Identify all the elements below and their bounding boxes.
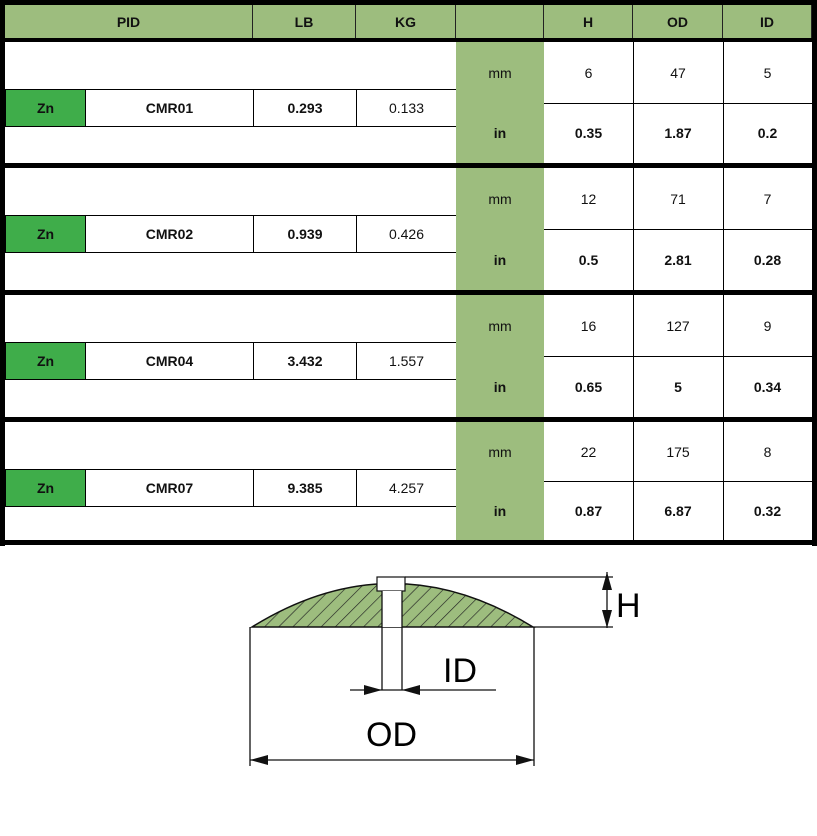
id-cell-in: 0.32 bbox=[753, 502, 782, 519]
header-pid: PID bbox=[5, 5, 253, 38]
id-cell-mm: 8 bbox=[763, 443, 772, 460]
od-cell-in: 2.81 bbox=[664, 251, 692, 268]
material-cell: Zn bbox=[5, 215, 86, 253]
header-h: H bbox=[544, 5, 633, 38]
unit-cell-mm: mm bbox=[456, 295, 544, 356]
h-label: H bbox=[616, 587, 641, 625]
unit-cell-in: in bbox=[456, 229, 544, 290]
pid-cell: CMR04 bbox=[85, 342, 254, 380]
unit-cell-in: in bbox=[456, 103, 544, 163]
unit-cell-mm: mm bbox=[456, 168, 544, 229]
unit-cell-mm: mm bbox=[456, 422, 544, 481]
lb-cell: 0.939 bbox=[253, 215, 357, 253]
id-cell-in: 0.2 bbox=[757, 125, 778, 141]
header-id: ID bbox=[723, 5, 812, 38]
material-cell: Zn bbox=[5, 89, 86, 127]
material-cell: Zn bbox=[5, 342, 86, 380]
od-cell-in: 1.87 bbox=[664, 125, 692, 141]
od-cell-in: 5 bbox=[674, 378, 682, 395]
id-label: ID bbox=[443, 652, 477, 690]
id-cell-mm: 7 bbox=[763, 190, 772, 207]
header-lb: LB bbox=[253, 5, 356, 38]
hole-counterbore bbox=[376, 576, 406, 592]
od-cell-mm: 127 bbox=[666, 317, 690, 334]
h-cell-in: 0.87 bbox=[574, 502, 603, 519]
h-cell-in: 0.5 bbox=[578, 251, 599, 268]
header-unit bbox=[456, 5, 544, 38]
header-kg: KG bbox=[356, 5, 456, 38]
id-cell-in: 0.28 bbox=[753, 251, 782, 268]
kg-cell: 0.133 bbox=[356, 89, 457, 127]
lb-cell: 3.432 bbox=[253, 342, 357, 380]
id-cell-mm: 5 bbox=[763, 64, 772, 81]
h-cell-mm: 12 bbox=[580, 190, 597, 207]
od-cell-mm: 175 bbox=[666, 443, 690, 460]
hole-shaft bbox=[382, 591, 402, 627]
pid-cell: CMR01 bbox=[85, 89, 254, 127]
od-cell-mm: 47 bbox=[670, 64, 686, 81]
od-label: OD bbox=[366, 716, 417, 754]
id-cell-mm: 9 bbox=[763, 317, 772, 334]
header-od: OD bbox=[633, 5, 723, 38]
kg-cell: 4.257 bbox=[356, 469, 457, 507]
kg-cell: 1.557 bbox=[356, 342, 457, 380]
h-cell-mm: 6 bbox=[584, 64, 593, 81]
h-cell-in: 0.65 bbox=[574, 378, 603, 395]
od-cell-mm: 71 bbox=[670, 190, 686, 207]
unit-cell-mm: mm bbox=[456, 42, 544, 103]
unit-cell-in: in bbox=[456, 356, 544, 417]
unit-cell-in: in bbox=[456, 481, 544, 540]
id-cell-in: 0.34 bbox=[753, 378, 782, 395]
lb-cell: 9.385 bbox=[253, 469, 357, 507]
h-cell-mm: 16 bbox=[580, 317, 597, 334]
h-cell-in: 0.35 bbox=[574, 125, 603, 141]
pid-cell: CMR02 bbox=[85, 215, 254, 253]
lb-cell: 0.293 bbox=[253, 89, 357, 127]
od-cell-in: 6.87 bbox=[664, 502, 692, 519]
material-cell: Zn bbox=[5, 469, 86, 507]
h-cell-mm: 22 bbox=[580, 443, 597, 460]
